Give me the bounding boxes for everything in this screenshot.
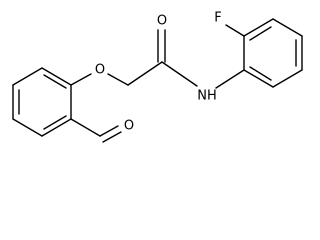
bond — [99, 125, 119, 137]
aromatic-bond — [249, 26, 272, 41]
aromatic-bond — [249, 66, 272, 81]
chemical-structure: F O NH O O — [12, 11, 303, 143]
atom-label-layer: F O NH O O — [95, 11, 222, 134]
bond — [272, 69, 303, 88]
bond — [12, 118, 43, 137]
bond — [225, 24, 245, 37]
bond — [41, 67, 72, 86]
bond — [215, 69, 245, 89]
aldehyde-oxygen-label: O — [124, 119, 134, 134]
ether-oxygen-label: O — [95, 63, 105, 78]
bond — [107, 73, 129, 86]
double-bond — [102, 131, 122, 143]
bond — [41, 118, 72, 137]
aromatic-bond — [43, 74, 67, 89]
bond-layer — [12, 18, 303, 143]
carbonyl-oxygen-label: O — [157, 14, 167, 29]
amide-nitrogen-label: NH — [197, 89, 217, 104]
bond — [70, 118, 101, 137]
bond — [127, 61, 163, 86]
bond — [161, 61, 198, 87]
bond — [272, 18, 303, 37]
aromatic-bond — [43, 115, 67, 130]
bond — [12, 67, 43, 86]
fluorine-atom-label: F — [214, 11, 221, 26]
bond — [243, 69, 274, 88]
bond — [243, 18, 274, 37]
bond — [70, 73, 92, 86]
